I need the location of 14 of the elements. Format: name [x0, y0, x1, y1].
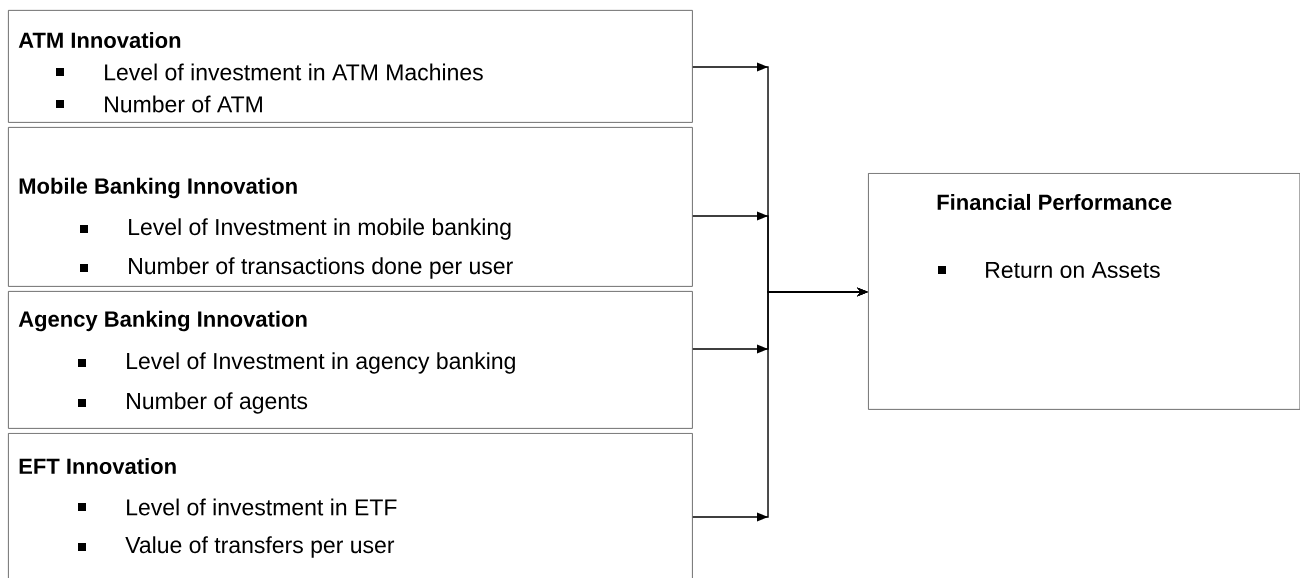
- bullet-item: Value of transfers per user: [78, 536, 395, 558]
- bullet-item: Level of Investment in mobile banking: [80, 218, 511, 240]
- box-heading: ATM Innovation: [18, 31, 181, 49]
- box-heading: Financial Performance: [937, 193, 1172, 211]
- bullet-item: Number of transactions done per user: [80, 257, 513, 279]
- bullet-item: Number of ATM: [56, 95, 262, 113]
- bullet-item: Level of Investment in agency banking: [78, 352, 515, 374]
- bullet-item: Level of investment in ETF: [78, 498, 397, 516]
- box-heading: EFT Innovation: [19, 457, 176, 475]
- box-heading: Agency Banking Innovation: [18, 310, 307, 332]
- bullet-item: Level of investment in ATM Machines: [56, 63, 483, 81]
- bullet-item: Number of agents: [78, 392, 308, 414]
- bullet-item: Return on Assets: [938, 261, 1160, 278]
- box-heading: Mobile Banking Innovation: [19, 177, 297, 199]
